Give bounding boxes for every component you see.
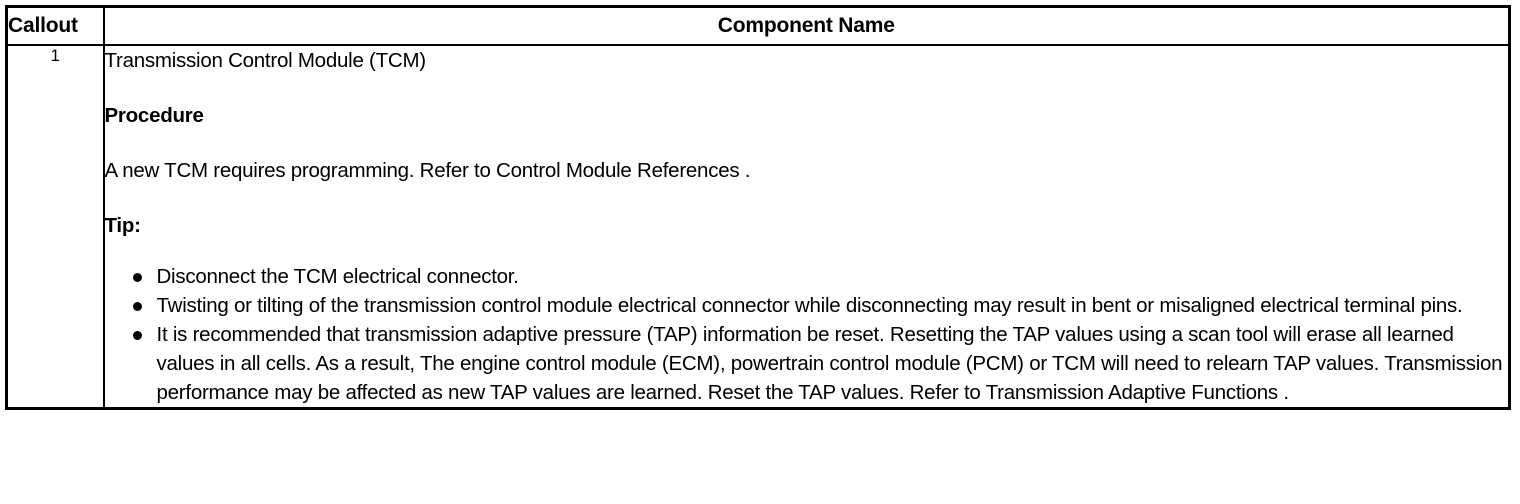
column-header-component-name: Component Name: [102, 5, 1511, 46]
tip-list: Disconnect the TCM electrical connector.…: [105, 262, 1509, 407]
component-title: Transmission Control Module (TCM): [104, 49, 427, 72]
list-item-text: Twisting or tilting of the transmission …: [156, 294, 1463, 317]
component-table: Callout Component Name 1 Transmission Co…: [5, 5, 1511, 410]
list-item: Disconnect the TCM electrical connector.: [105, 262, 1509, 291]
table-row: 1 Transmission Control Module (TCM) Proc…: [5, 44, 1511, 410]
list-item-text: Disconnect the TCM electrical connector.: [156, 265, 519, 288]
bullet-icon: [132, 273, 142, 282]
table-body: 1 Transmission Control Module (TCM) Proc…: [5, 44, 1511, 410]
bullet-icon: [132, 302, 142, 311]
list-item-text: It is recommended that transmission adap…: [156, 323, 1503, 404]
tip-heading: Tip:: [104, 214, 141, 237]
list-item: It is recommended that transmission adap…: [105, 320, 1509, 407]
table-header-row: Callout Component Name: [5, 5, 1511, 46]
column-header-callout: Callout: [5, 5, 105, 46]
component-name-cell: Transmission Control Module (TCM) Proced…: [102, 44, 1511, 410]
table-header: Callout Component Name: [5, 5, 1511, 46]
callout-number: 1: [5, 44, 105, 410]
bullet-icon: [132, 331, 142, 340]
procedure-text: A new TCM requires programming. Refer to…: [104, 159, 751, 182]
procedure-heading: Procedure: [104, 104, 204, 127]
list-item: Twisting or tilting of the transmission …: [105, 291, 1509, 320]
